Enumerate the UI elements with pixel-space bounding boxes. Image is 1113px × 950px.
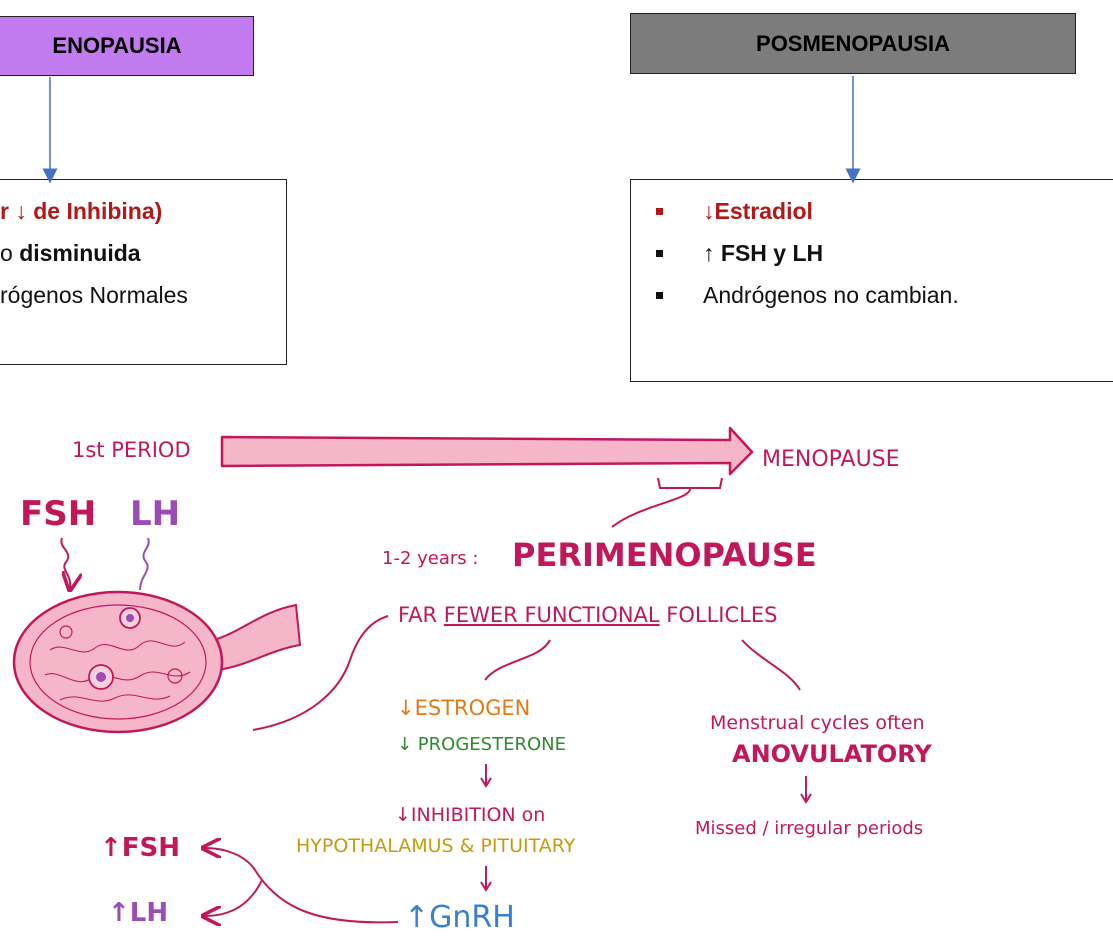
arrow-anovulatory-missed <box>800 776 812 804</box>
arrow-progesterone-inhibition <box>480 764 492 788</box>
perimenopause-label: PERIMENOPAUSE <box>512 536 817 574</box>
follicle-2-core <box>96 672 106 682</box>
estrogen-label: ↓ESTROGEN <box>397 696 531 720</box>
posmenopausia-box <box>630 179 1113 382</box>
posmenopausia-header: POSMENOPAUSIA <box>630 13 1076 74</box>
far-fewer-prefix: FAR <box>398 603 444 627</box>
follicle-4 <box>59 625 73 639</box>
perimenopausia-header: ENOPAUSIA <box>0 16 254 76</box>
posmenopausia-bullet-3: Andrógenos no cambian. <box>703 282 959 308</box>
far-fewer-label: FAR FEWER FUNCTIONAL FOLLICLES <box>398 603 777 627</box>
lh-squiggle <box>139 537 150 591</box>
perimenopausia-line-1: r ↓ de Inhibina) <box>0 198 163 224</box>
perimenopausia-line-2-bold: disminuida <box>19 240 141 266</box>
bracket-connector <box>611 488 691 528</box>
ovary <box>12 590 224 734</box>
perimenopausia-line-3: rógenos Normales <box>0 282 188 308</box>
far-fewer-underlined: FEWER FUNCTIONAL <box>443 603 660 627</box>
inhibition-label: ↓INHIBITION on <box>395 804 546 826</box>
branch-right <box>741 639 801 691</box>
arrow-hypothalamus-gnrh <box>480 866 492 892</box>
perimenopausia-header-label: ENOPAUSIA <box>52 33 182 58</box>
follicle-3 <box>167 668 183 684</box>
fsh-label: FSH <box>20 494 97 534</box>
lh-label: LH <box>130 494 181 534</box>
bullet-3 <box>656 292 663 299</box>
bullet-2 <box>656 250 663 257</box>
menopause-bracket <box>657 477 723 489</box>
ovary-texture <box>44 640 191 702</box>
fsh-squiggle <box>60 537 70 588</box>
posmenopausia-bullet-1: ↓Estradiol <box>703 198 813 224</box>
menstrual-label: Menstrual cycles often <box>710 712 925 734</box>
up-lh-label: ↑LH <box>108 898 169 928</box>
perimenopausia-line-2-prefix: o <box>0 240 20 266</box>
perimenopausia-line-2: o disminuida <box>0 240 141 267</box>
hypothalamus-label: HYPOTHALAMUS & PITUITARY <box>296 835 576 857</box>
gnrh-to-fsh <box>205 848 399 924</box>
anovulatory-label: ANOVULATORY <box>732 740 932 768</box>
far-fewer-suffix: FOLLICLES <box>659 603 778 627</box>
up-fsh-label: ↑FSH <box>100 833 181 863</box>
bullet-1 <box>656 208 663 215</box>
ovary-inner <box>29 604 207 720</box>
posmenopausia-bullet-2: ↑ FSH y LH <box>703 240 824 266</box>
perimenopausia-box <box>0 179 287 365</box>
gnrh-to-lh <box>205 879 263 916</box>
progesterone-label: ↓ PROGESTERONE <box>397 734 566 755</box>
years-label: 1-2 years : <box>382 548 479 569</box>
menopause-label: MENOPAUSE <box>762 447 900 472</box>
missed-label: Missed / irregular periods <box>695 818 924 839</box>
ovary-connector <box>252 615 389 731</box>
posmenopausia-header-label: POSMENOPAUSIA <box>756 30 950 56</box>
follicle-1-core <box>126 614 134 622</box>
ovary-ligament <box>212 603 302 672</box>
branch-left <box>484 639 551 681</box>
first-period-label: 1st PERIOD <box>72 438 191 462</box>
timeline-arrow <box>220 426 754 476</box>
gnrh-label: ↑GnRH <box>404 900 515 935</box>
